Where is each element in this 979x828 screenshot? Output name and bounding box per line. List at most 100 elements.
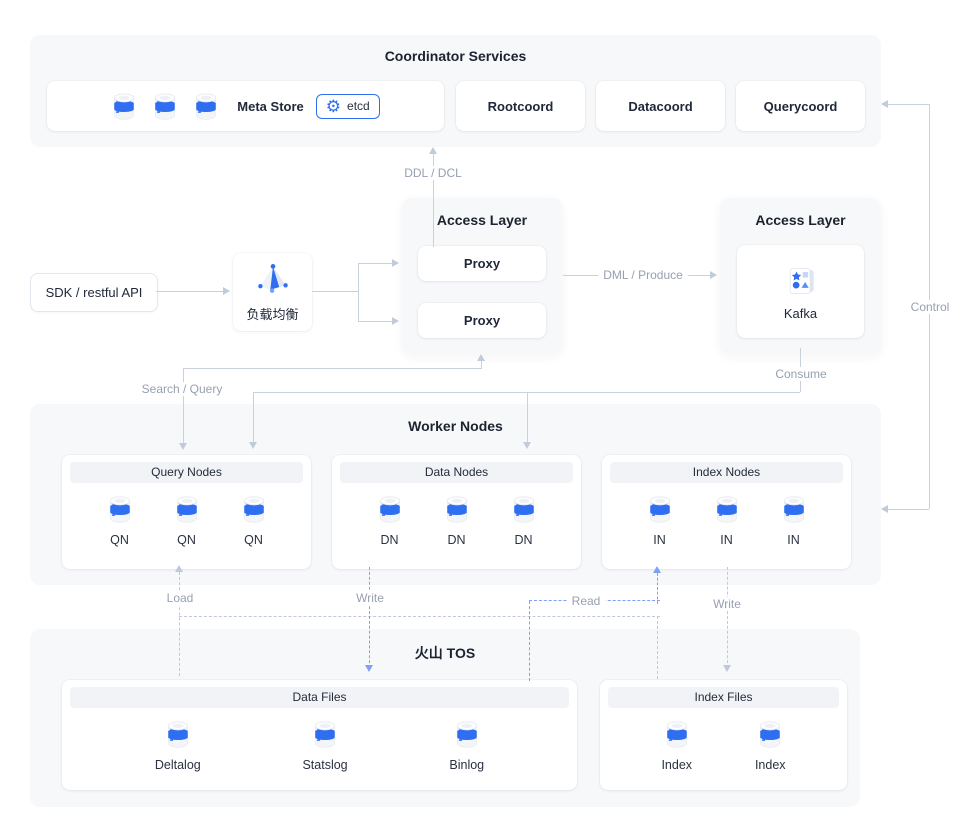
kafka-card: Kafka (737, 245, 864, 338)
access-layer-mq-section: Access Layer Kafka (720, 198, 881, 354)
arrowhead (653, 566, 661, 573)
data-files-header: Data Files (70, 687, 569, 708)
arrowhead (429, 147, 437, 154)
file-label: Index (754, 758, 786, 772)
arrowhead (175, 565, 183, 572)
index-nodes-header: Index Nodes (610, 462, 843, 483)
index-files-card: Index Files Index Index (600, 680, 847, 790)
arrowhead (881, 505, 888, 513)
rootcoord-label: Rootcoord (487, 98, 554, 114)
arrowhead (477, 354, 485, 361)
arrowhead (392, 317, 399, 325)
edge-read-line (657, 573, 658, 604)
file-label: Statslog (302, 758, 348, 772)
coordinator-services-section: Coordinator Services Meta Store ⚙ etcd R… (30, 35, 881, 147)
arrowhead (392, 259, 399, 267)
edge-search-line (481, 361, 482, 369)
sdk-label: SDK / restful API (45, 285, 143, 300)
worker-node: QN (241, 494, 267, 547)
database-icon (456, 721, 477, 748)
edge-control-label: Control (905, 300, 955, 314)
worker-node: DN (444, 494, 470, 547)
rootcoord-card: Rootcoord (456, 81, 585, 131)
meta-store-icons (111, 91, 219, 121)
edge-lb-proxy2-line (358, 321, 392, 322)
worker-nodes-section: Worker Nodes Query Nodes QN QN QN Data N (30, 404, 881, 585)
edge-read-label: Read (566, 594, 606, 608)
worker-node: IN (781, 494, 807, 547)
database-icon (716, 496, 737, 523)
worker-node: IN (647, 494, 673, 547)
data-nodes-header: Data Nodes (340, 462, 573, 483)
node-label: IN (720, 533, 733, 547)
file-label: Deltalog (154, 758, 201, 772)
access-layer-mq-title: Access Layer (755, 212, 846, 228)
database-icon (243, 496, 264, 523)
load-balancer-card: 负载均衡 (233, 253, 312, 331)
node-label: DN (380, 533, 399, 547)
datacoord-label: Datacoord (628, 98, 693, 114)
edge-lb-split-line (358, 263, 359, 321)
edge-load-line (179, 572, 180, 676)
edge-control-line (888, 509, 929, 510)
edge-lb-split-line (312, 291, 358, 292)
edge-read-line (529, 601, 530, 681)
proxy-card-2: Proxy (418, 303, 546, 338)
edge-search-line (183, 368, 184, 443)
node-label: IN (653, 533, 666, 547)
etcd-label: etcd (347, 99, 370, 113)
data-files-card: Data Files Deltalog Statslog Binlog (62, 680, 577, 790)
node-label: QN (244, 533, 263, 547)
database-icon (196, 93, 217, 120)
file-label: Binlog (449, 758, 485, 772)
database-icon (176, 496, 197, 523)
index-files-header: Index Files (608, 687, 839, 708)
kafka-icon (789, 267, 814, 294)
etcd-badge: ⚙ etcd (315, 93, 380, 119)
datacoord-card: Datacoord (596, 81, 725, 131)
index-nodes-card: Index Nodes IN IN IN (602, 455, 851, 569)
etcd-gear-icon: ⚙ (325, 96, 342, 116)
edge-sdk-lb-line (156, 291, 223, 292)
storage-file: Statslog (302, 719, 348, 772)
querycoord-label: Querycoord (763, 98, 838, 114)
arrowhead (723, 665, 731, 672)
meta-store-card: Meta Store ⚙ etcd (47, 81, 444, 131)
access-layer-proxy-title: Access Layer (436, 212, 528, 228)
sdk-box: SDK / restful API (30, 273, 158, 312)
edge-ddl-label: DDL / DCL (399, 166, 467, 180)
arrowhead (179, 443, 187, 450)
node-label: QN (110, 533, 129, 547)
node-label: DN (447, 533, 466, 547)
proxy-label-2: Proxy (463, 313, 501, 328)
storage-file: Index (661, 719, 692, 772)
database-icon (114, 93, 135, 120)
proxy-card-1: Proxy (418, 246, 546, 281)
edge-ddl-line (433, 154, 434, 247)
edge-load-line (657, 616, 658, 679)
edge-write-data-line (369, 567, 370, 668)
edge-load-label: Load (161, 591, 199, 605)
storage-file: Deltalog (155, 719, 201, 772)
edge-dml-label: DML / Produce (598, 268, 688, 282)
worker-node: QN (174, 494, 200, 547)
load-balancer-label: 负载均衡 (246, 307, 299, 322)
worker-node: QN (107, 494, 133, 547)
tos-storage-section: 火山 TOS Data Files Deltalog Statslog Binl… (30, 629, 860, 807)
worker-node: DN (377, 494, 403, 547)
load-balancer-icon (257, 264, 288, 293)
database-icon (783, 496, 804, 523)
arrowhead (710, 271, 717, 279)
edge-control-line (888, 104, 929, 105)
meta-store-label: Meta Store (237, 98, 304, 114)
edge-consume-line (253, 392, 254, 442)
edge-lb-proxy1-line (358, 263, 392, 264)
worker-node: DN (511, 494, 537, 547)
kafka-label: Kafka (783, 305, 818, 321)
database-icon (513, 496, 534, 523)
arrowhead (523, 442, 531, 449)
coordinator-services-title: Coordinator Services (384, 48, 527, 64)
storage-file: Index (755, 719, 786, 772)
node-label: QN (177, 533, 196, 547)
